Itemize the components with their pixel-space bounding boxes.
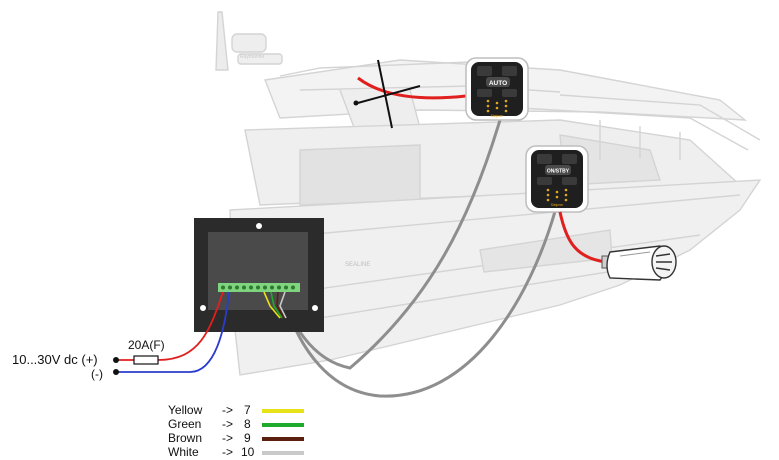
negative-terminal: [113, 369, 119, 375]
thruster-motor: [601, 245, 677, 281]
hull-brand-text: SEALINE: [345, 262, 371, 268]
legend-swatch-brown: [262, 437, 304, 441]
upper-auto-label: AUTO: [489, 80, 507, 87]
lower-onstby-button[interactable]: [545, 165, 571, 175]
legend-pin: 9: [244, 431, 251, 445]
junction-box: [194, 218, 324, 332]
negative-wire: [116, 291, 230, 373]
upper-auto-button[interactable]: [486, 77, 510, 87]
remote-antenna-indicator: [353, 59, 467, 129]
thruster-cable: [558, 211, 607, 264]
negative-label: (-): [91, 367, 103, 381]
legend-swatch-white: [262, 451, 304, 455]
legend-pin: 8: [244, 417, 251, 431]
upper-icon-left[interactable]: [477, 66, 492, 76]
fuse: [133, 355, 159, 365]
mount-hole-right: [312, 305, 318, 311]
lower-onstby-label: ON/STBY: [547, 169, 570, 175]
lower-icon-right[interactable]: [562, 154, 577, 164]
voltage-label: 10...30V dc (+): [12, 352, 98, 367]
upper-icon-right[interactable]: [502, 66, 517, 76]
legend-color-name: Yellow: [168, 403, 203, 417]
upper-brand-label: Sleipner: [491, 114, 505, 118]
legend-swatch-green: [262, 423, 304, 427]
legend-pin: 7: [244, 403, 251, 417]
legend-arrow: ->: [222, 403, 234, 417]
mount-hole-left: [200, 305, 206, 311]
mount-hole-top: [256, 223, 262, 229]
legend-arrow: ->: [222, 431, 234, 445]
positive-terminal: [113, 357, 119, 363]
legend-color-name: Green: [168, 417, 202, 431]
legend-swatch-yellow: [262, 409, 304, 413]
legend-arrow: ->: [222, 417, 234, 431]
legend-color-name: Brown: [168, 431, 203, 445]
control-panel-lower: ON/STBY Sleipner: [525, 145, 589, 213]
fuse-label: 20A(F): [128, 338, 165, 352]
mast-brand-text: Raymarine: [240, 54, 265, 60]
control-panel-upper: AUTO Sleipner: [465, 57, 529, 121]
lower-icon-left[interactable]: [537, 154, 552, 164]
lower-brand-label: Sleipner: [551, 203, 565, 207]
legend-arrow: ->: [222, 445, 234, 459]
legend-pin: 10: [241, 445, 255, 459]
legend-color-name: White: [168, 445, 199, 459]
